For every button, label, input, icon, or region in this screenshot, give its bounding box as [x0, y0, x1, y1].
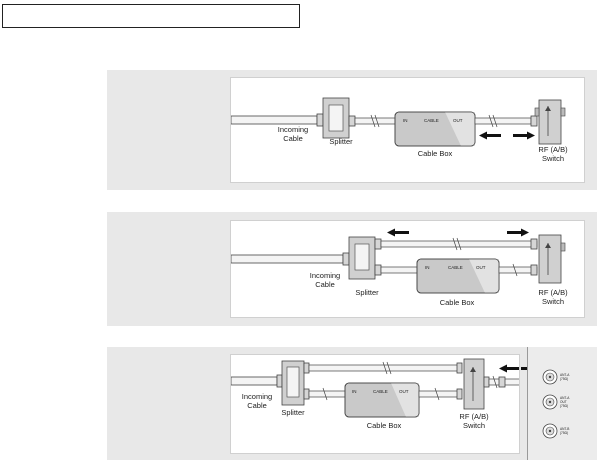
incoming-cable — [231, 252, 350, 266]
diagram-area-2: IN CABLE OUT Inc — [230, 220, 585, 318]
diagram-area-3: IN CABLE OUT — [230, 354, 520, 454]
incoming-cable-label-2: Cable — [283, 134, 303, 143]
arrow-right-icon — [507, 228, 529, 237]
incoming-cable-label-2: Cable — [247, 401, 267, 410]
arrow-left-icon — [499, 364, 519, 373]
terminal-a-out-out: OUT — [560, 400, 567, 404]
box-to-switch-cable — [474, 114, 538, 128]
terminal-a-out-label: ANT-A — [560, 396, 570, 400]
rf-switch-label-1: RF (A/B) — [538, 145, 568, 154]
arrow-right-icon — [513, 131, 535, 140]
rf-switch — [534, 99, 566, 145]
switch-to-tv-cable — [488, 375, 519, 389]
title-box — [2, 4, 300, 28]
incoming-cable — [231, 374, 283, 388]
diagram-panel-3: IN CABLE OUT — [107, 347, 597, 460]
cable-box-label: Cable Box — [367, 421, 402, 430]
cable-connector — [316, 113, 324, 127]
rf-switch-label-2: Switch — [542, 154, 564, 163]
box-cable-label: CABLE — [424, 118, 439, 123]
box-in-label: IN — [403, 118, 408, 123]
box-out-label: OUT — [453, 118, 463, 123]
incoming-cable-label-1: Incoming — [310, 271, 340, 280]
box-to-switch-cable — [418, 387, 463, 401]
terminal-a-label: ANT-A — [560, 373, 570, 377]
box-in-label: IN — [425, 265, 430, 270]
cable-box: IN CABLE OUT — [416, 258, 500, 294]
incoming-cable-label-2: Cable — [315, 280, 335, 289]
cable-box: IN CABLE OUT — [344, 382, 420, 418]
splitter-to-switch-cable — [308, 361, 463, 375]
diagram-area-1: IN CABLE OUT — [230, 77, 585, 183]
cable-box-label: Cable Box — [440, 298, 475, 307]
cable-box-label: Cable Box — [418, 149, 453, 158]
arrow-left-icon — [479, 131, 501, 140]
splitter-to-box-cable — [308, 387, 346, 401]
rf-switch-label-2: Switch — [542, 297, 564, 306]
antenna-terminal-a-out: ANT-A OUT (75Ω) — [542, 394, 570, 410]
antenna-terminal-a: ANT-A (75Ω) — [542, 369, 570, 385]
rf-switch-label-1: RF (A/B) — [459, 412, 489, 421]
terminal-b-label: ANT-B — [560, 427, 569, 431]
box-cable-label: CABLE — [448, 265, 463, 270]
splitter-to-box-cable — [354, 114, 396, 128]
incoming-cable-label-1: Incoming — [278, 125, 308, 134]
arrow-left-icon — [387, 228, 409, 237]
rf-switch-label-1: RF (A/B) — [538, 288, 568, 297]
box-out-label: OUT — [399, 389, 409, 394]
tv-back-panel: ANT-A (75Ω) ANT-A OUT (75Ω) ANT-B (75Ω) — [527, 347, 597, 460]
box-in-label: IN — [352, 389, 357, 394]
splitter — [322, 97, 356, 139]
terminal-a-ohm: (75Ω) — [560, 377, 568, 381]
splitter — [348, 236, 382, 280]
splitter-label: Splitter — [355, 288, 379, 297]
incoming-cable — [231, 115, 318, 125]
terminal-a-out-ohm: (75Ω) — [560, 404, 568, 408]
incoming-cable-label-1: Incoming — [242, 392, 272, 401]
diagram-panel-2: IN CABLE OUT Inc — [107, 212, 597, 326]
rf-switch — [538, 234, 566, 284]
box-to-switch-cable — [498, 263, 538, 277]
diagram-panel-1: IN CABLE OUT — [107, 70, 597, 190]
splitter — [281, 360, 310, 406]
terminal-b-ohm: (75Ω) — [560, 431, 568, 435]
rf-switch — [463, 358, 490, 410]
splitter-to-switch-cable — [380, 237, 538, 251]
antenna-terminal-b: ANT-B (75Ω) — [542, 423, 569, 439]
box-out-label: OUT — [476, 265, 486, 270]
splitter-label: Splitter — [329, 137, 353, 146]
rf-switch-label-2: Switch — [463, 421, 485, 430]
splitter-to-box-cable — [380, 266, 418, 274]
cable-box: IN CABLE OUT — [394, 111, 476, 147]
box-cable-label: CABLE — [373, 389, 388, 394]
splitter-label: Splitter — [281, 408, 305, 417]
